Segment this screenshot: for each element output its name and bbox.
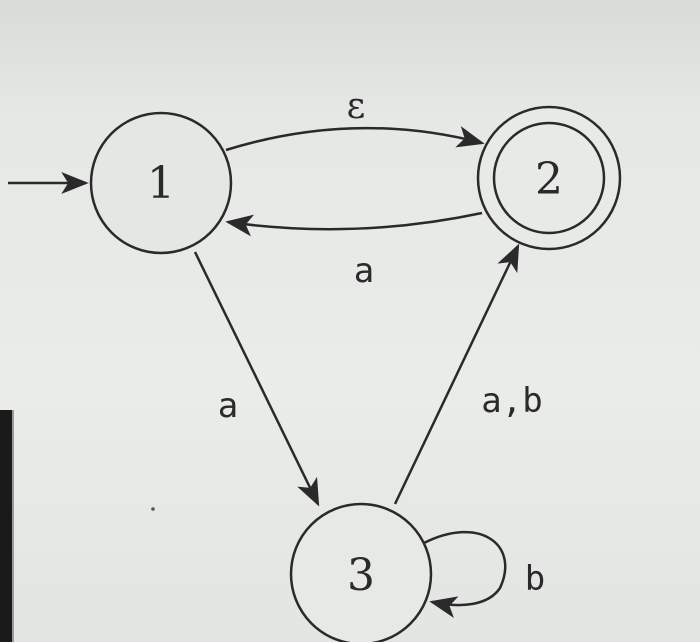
edge-label-1-to-3: a: [218, 386, 238, 426]
paper-speck: [151, 507, 155, 511]
device-edge: [0, 410, 14, 642]
edge-2-to-1: [225, 211, 483, 237]
state-2-label: 2: [535, 154, 563, 205]
edge-label-3-to-2: a,b: [481, 381, 542, 421]
state-3-label: 3: [347, 550, 375, 601]
state-3: 3: [289, 502, 433, 642]
edge-1-to-2: [225, 126, 485, 152]
edge-3-to-3: [423, 531, 507, 618]
state-1: 1: [89, 111, 233, 255]
edge-label-1-to-2: ε: [347, 86, 366, 127]
state-2-accept: 2: [476, 105, 622, 251]
edge-3-to-2: [393, 243, 520, 505]
edge-1-to-3: [193, 251, 320, 507]
edge-label-2-to-1: a: [354, 251, 374, 291]
edge-label-3-to-3: b: [525, 559, 545, 599]
state-1-label: 1: [147, 158, 175, 209]
